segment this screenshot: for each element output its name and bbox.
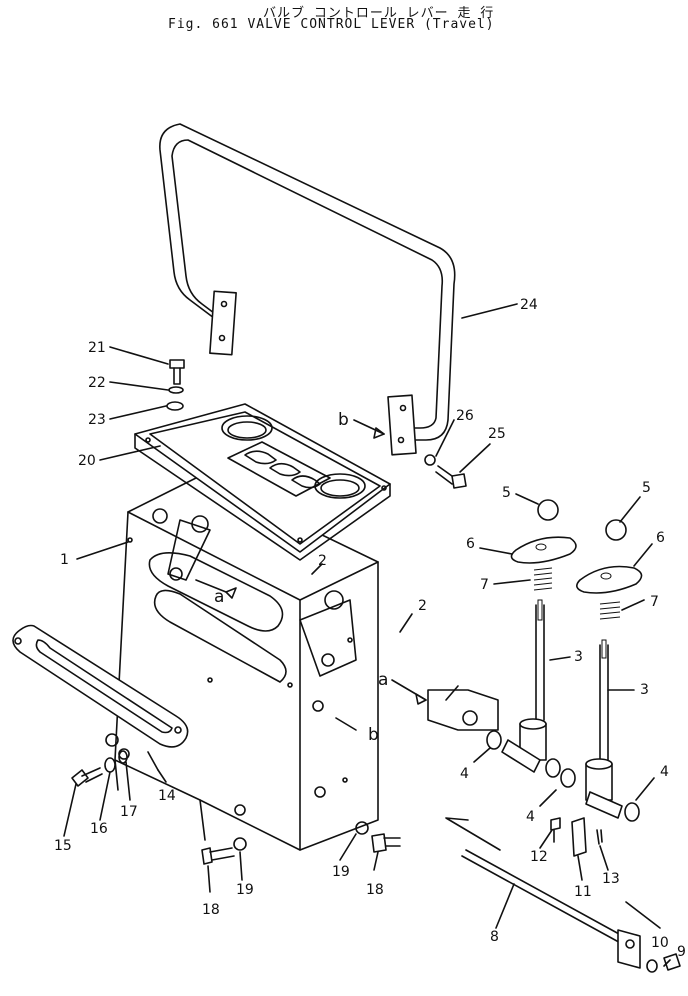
figure-title-japanese: バルブ コントロール レバー 走 行 <box>263 6 495 21</box>
callout-17: 17 <box>120 804 138 820</box>
callout-15: 15 <box>54 838 72 854</box>
cover-plate-part-20 <box>134 403 391 561</box>
leader-lines <box>63 303 671 967</box>
callout-7b: 7 <box>650 594 659 610</box>
callout-12: 12 <box>530 849 548 865</box>
callout-3b: 3 <box>640 682 649 698</box>
callout-14: 14 <box>158 788 176 804</box>
callout-6b: 6 <box>656 530 665 546</box>
callout-20: 20 <box>78 453 96 469</box>
view-ref-b-housing: b <box>368 725 379 745</box>
callout-26: 26 <box>456 408 474 424</box>
lever-assemblies <box>427 499 681 973</box>
callout-8: 8 <box>490 929 499 945</box>
callout-25: 25 <box>488 426 506 442</box>
callout-23: 23 <box>88 412 106 428</box>
view-references: a a b b <box>214 410 427 745</box>
callout-7a: 7 <box>480 577 489 593</box>
view-ref-a-bracket: a <box>378 670 388 690</box>
callout-21: 21 <box>88 340 106 356</box>
callout-labels: 1 2 2 3 3 4 4 4 5 5 6 6 7 7 8 9 10 11 12… <box>54 297 686 960</box>
callout-9: 9 <box>677 944 686 960</box>
callout-13: 13 <box>602 871 620 887</box>
callout-2b: 2 <box>418 598 427 614</box>
callout-4b: 4 <box>526 809 535 825</box>
callout-10: 10 <box>651 935 669 951</box>
view-ref-b-rail: b <box>338 410 349 430</box>
callout-24: 24 <box>520 297 538 313</box>
callout-18a: 18 <box>202 902 220 918</box>
callout-11: 11 <box>574 884 592 900</box>
callout-3a: 3 <box>574 649 583 665</box>
callout-2a: 2 <box>318 553 327 569</box>
callout-5b: 5 <box>642 480 651 496</box>
callout-1: 1 <box>60 552 69 568</box>
callout-19b: 19 <box>332 864 350 880</box>
callout-4a: 4 <box>460 766 469 782</box>
side-guide-plate-part-14 <box>12 624 189 771</box>
callout-5a: 5 <box>502 485 511 501</box>
hand-rail-part-24 <box>159 123 456 456</box>
fasteners <box>71 359 467 865</box>
callout-18b: 18 <box>366 882 384 898</box>
callout-22: 22 <box>88 375 106 391</box>
housing-part-1 <box>114 475 379 851</box>
callout-4c: 4 <box>660 764 669 780</box>
callout-16: 16 <box>90 821 108 837</box>
callout-19a: 19 <box>236 882 254 898</box>
view-ref-a-housing: a <box>214 587 224 607</box>
callout-6a: 6 <box>466 536 475 552</box>
figure-title: Fig. 661 VALVE CONTROL LEVER (Travel) <box>168 17 495 32</box>
